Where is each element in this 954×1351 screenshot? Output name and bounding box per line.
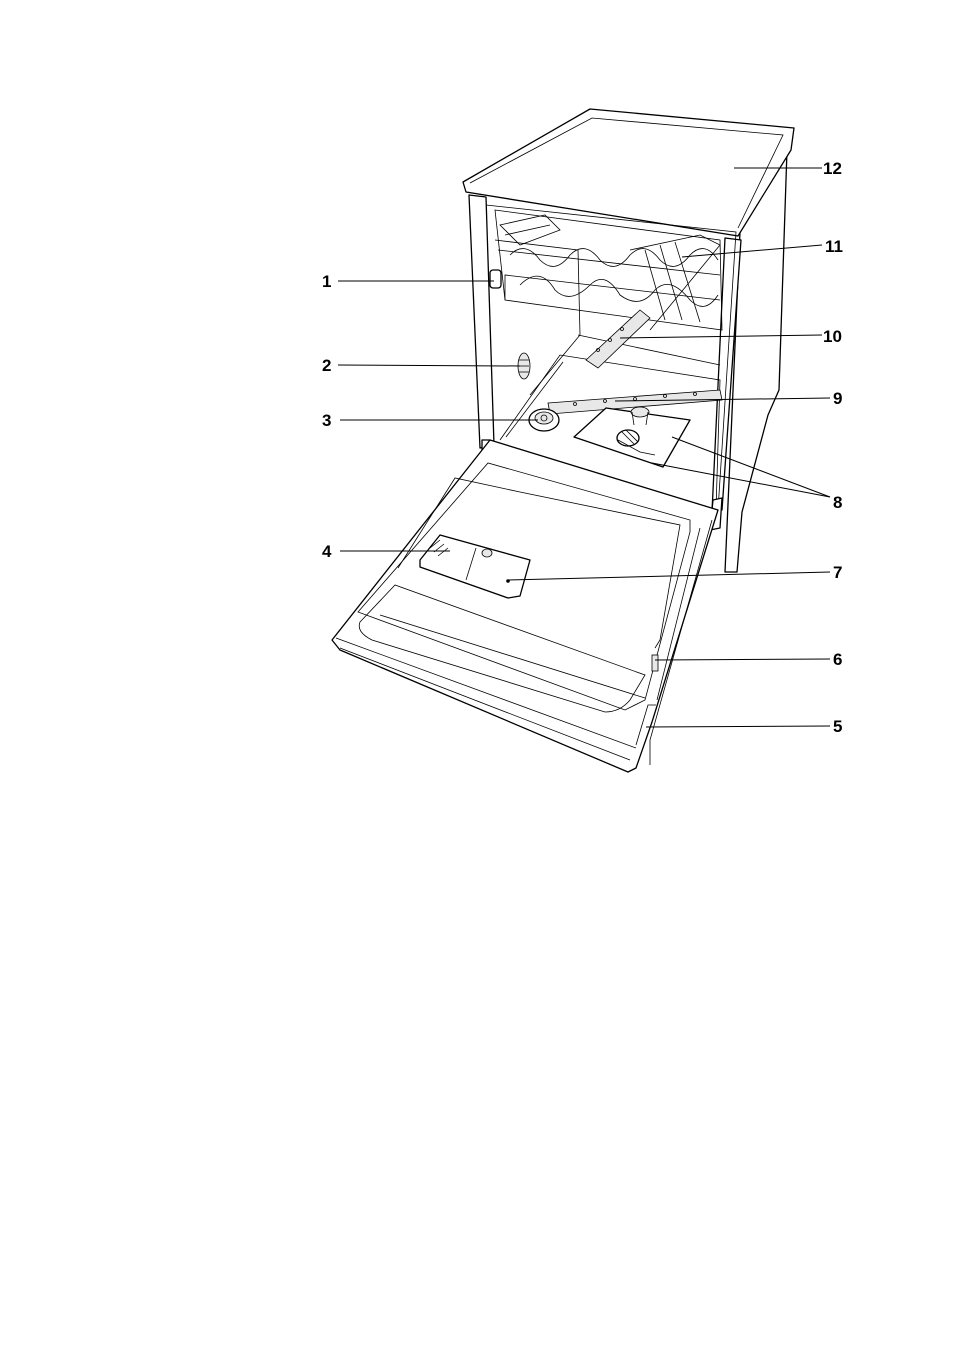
callout-5: 5 (833, 717, 842, 736)
callout-2: 2 (322, 356, 331, 375)
callout-6: 6 (833, 650, 842, 669)
dishwasher-illustration (332, 109, 794, 772)
callout-1: 1 (322, 272, 331, 291)
callout-11: 11 (825, 237, 843, 256)
leader-line-6 (655, 659, 830, 660)
callout-4: 4 (322, 542, 332, 561)
door-catch (652, 655, 658, 671)
door (332, 440, 718, 772)
callout-8: 8 (833, 493, 842, 512)
leader-line-5 (646, 726, 830, 727)
callout-3: 3 (322, 411, 331, 430)
callout-7: 7 (833, 563, 842, 582)
callout-9: 9 (833, 389, 842, 408)
leader-line-2 (338, 365, 520, 366)
callout-10: 10 (823, 327, 842, 346)
callout-12: 12 (823, 159, 842, 178)
basket-rail-stop (490, 270, 501, 288)
